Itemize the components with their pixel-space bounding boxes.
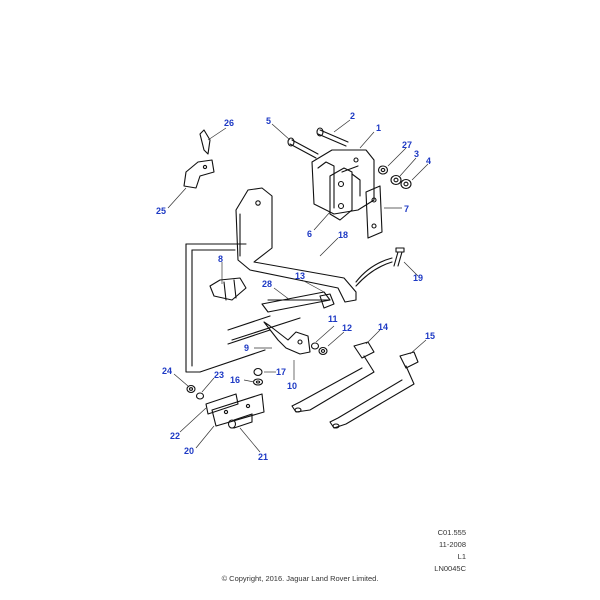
callout-7: 7: [404, 204, 409, 214]
callout-25: 25: [156, 206, 166, 216]
callout-15: 15: [425, 331, 435, 341]
bolt-5: [287, 137, 319, 159]
callout-13: 13: [295, 271, 305, 281]
nut-3: [390, 174, 402, 186]
plate-7: [365, 185, 383, 239]
callout-3: 3: [414, 149, 419, 159]
callout-16: 16: [230, 375, 240, 385]
copyright-notice: © Copyright, 2016. Jaguar Land Rover Lim…: [221, 574, 379, 583]
level-code: L1: [457, 552, 466, 561]
callout-10: 10: [287, 381, 297, 391]
hinge-leaf-6: [329, 167, 353, 221]
callout-6: 6: [307, 229, 312, 239]
issue-date: 11-2008: [439, 540, 466, 549]
diagram-drawing: [183, 127, 419, 429]
leader-lines: [167, 119, 429, 453]
washer-23: [195, 392, 205, 400]
nut-17: [253, 367, 263, 377]
nut-4: [400, 178, 412, 190]
callout-20: 20: [184, 446, 194, 456]
check-strap-14: [291, 341, 375, 413]
check-strap-15: [329, 351, 419, 429]
callout-labels: 1 2 3 4 5 6 7 8 9 10 11 12 13 14 15 16 1…: [156, 111, 435, 462]
lower-hinge-10: [263, 321, 311, 355]
callout-5: 5: [266, 116, 271, 126]
callout-24: 24: [162, 366, 172, 376]
washer-16: [252, 378, 264, 386]
callout-22: 22: [170, 431, 180, 441]
callout-17: 17: [276, 367, 286, 377]
callout-27: 27: [402, 140, 412, 150]
callout-11: 11: [328, 314, 338, 324]
door-frame: [185, 243, 331, 373]
plate-22: [205, 393, 239, 415]
callout-26: 26: [224, 118, 234, 128]
bracket-25: [183, 159, 215, 189]
bolt-21: [227, 413, 253, 429]
hinge-arm-18: [235, 187, 357, 303]
callout-2: 2: [350, 111, 355, 121]
hinge-body-1: [311, 149, 375, 215]
reference-number: C01.555: [437, 528, 466, 537]
callout-1: 1: [376, 123, 381, 133]
hinge-pin-2: [316, 127, 349, 147]
bracket-8: [209, 277, 247, 301]
illustration-code: LN0045C: [434, 564, 466, 573]
callout-28: 28: [262, 279, 272, 289]
washer-27: [377, 165, 389, 175]
callout-23: 23: [214, 370, 224, 380]
bar-28: [261, 291, 335, 313]
callout-12: 12: [342, 323, 352, 333]
callout-19: 19: [413, 273, 423, 283]
plate-20: [211, 393, 265, 427]
screw-19: [355, 247, 405, 287]
clip-26: [199, 129, 211, 155]
washer-11: [310, 342, 320, 350]
callout-21: 21: [258, 452, 268, 462]
callout-4: 4: [426, 156, 431, 166]
callout-18: 18: [338, 230, 348, 240]
diagram-meta: C01.555 11-2008 L1 LN0045C: [434, 527, 466, 575]
nut-12: [318, 346, 328, 356]
callout-9: 9: [244, 343, 249, 353]
callout-14: 14: [378, 322, 388, 332]
callout-8: 8: [218, 254, 223, 264]
nut-24: [186, 384, 196, 394]
